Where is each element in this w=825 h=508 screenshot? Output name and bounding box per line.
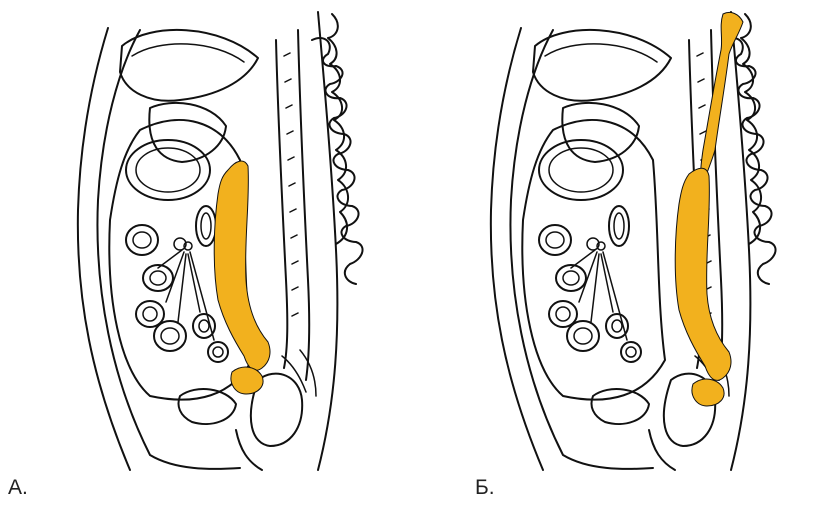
- colon-transverse-inner: [549, 148, 613, 192]
- panel-label-a: А.: [8, 476, 28, 500]
- mesentery-lines: [158, 250, 214, 340]
- spinal-canal-front: [276, 40, 287, 368]
- bowel-loop-1: [126, 225, 158, 255]
- back-contour: [731, 12, 750, 470]
- bowel-loop-2-lumen: [150, 271, 166, 285]
- descending-colon-lumen: [614, 213, 624, 239]
- vertebrae-chain: [312, 38, 363, 284]
- pubic-region-curve: [649, 430, 675, 470]
- highlighted-segment-b-main: [675, 168, 731, 380]
- diagram-panel-a: А.: [0, 0, 412, 508]
- diagram-panel-b: Б.: [413, 0, 825, 508]
- bowel-loop-4: [567, 321, 599, 351]
- vertebrae-chain: [725, 38, 776, 284]
- bowel-loop-2-lumen: [563, 271, 579, 285]
- descending-colon-outline: [196, 206, 216, 246]
- bowel-loop-6-lumen: [626, 347, 636, 357]
- spinal-canal-back: [298, 30, 309, 380]
- highlighted-segment-a-tip: [231, 367, 263, 394]
- bowel-loop-3: [549, 301, 577, 327]
- liver-inner-line: [545, 44, 657, 62]
- sagittal-section-drawing-b: [413, 0, 825, 508]
- bowel-loop-5-lumen: [612, 320, 622, 332]
- bowel-loop-2: [143, 265, 173, 291]
- bowel-loop-2: [556, 265, 586, 291]
- bowel-loop-6-lumen: [213, 347, 223, 357]
- liver-outline: [533, 30, 671, 101]
- bowel-loop-1: [539, 225, 571, 255]
- bowel-loop-3-lumen: [556, 307, 570, 321]
- bowel-loop-3-lumen: [143, 307, 157, 321]
- bowel-loop-3: [136, 301, 164, 327]
- bladder-outline: [592, 389, 650, 424]
- highlighted-segment-b-tip: [692, 379, 724, 406]
- body-contour-front: [78, 28, 130, 470]
- bowel-loop-4: [154, 321, 186, 351]
- bowel-loop-6: [208, 342, 228, 362]
- colon-transverse-outline: [539, 140, 623, 200]
- bowel-loop-1-lumen: [133, 232, 151, 248]
- pubic-region-curve: [236, 430, 262, 470]
- panel-label-b: Б.: [475, 476, 495, 500]
- mesentery-lines: [571, 250, 627, 340]
- sagittal-section-drawing-a: [0, 0, 412, 508]
- highlighted-segment-a-main: [214, 161, 270, 370]
- bowel-loop-4-lumen: [161, 328, 179, 344]
- descending-colon-outline: [609, 206, 629, 246]
- back-contour: [318, 12, 337, 470]
- liver-outline: [120, 30, 258, 101]
- bowel-loop-5-lumen: [199, 320, 209, 332]
- colon-transverse-outline: [126, 140, 210, 200]
- bowel-loop-1-lumen: [546, 232, 564, 248]
- liver-inner-line: [132, 44, 244, 62]
- bladder-outline: [179, 389, 237, 424]
- descending-colon-lumen: [201, 213, 211, 239]
- bowel-loop-6: [621, 342, 641, 362]
- colon-transverse-inner: [136, 148, 200, 192]
- bowel-loop-4-lumen: [574, 328, 592, 344]
- abdominal-wall-contour: [510, 30, 653, 469]
- body-contour-front: [491, 28, 543, 470]
